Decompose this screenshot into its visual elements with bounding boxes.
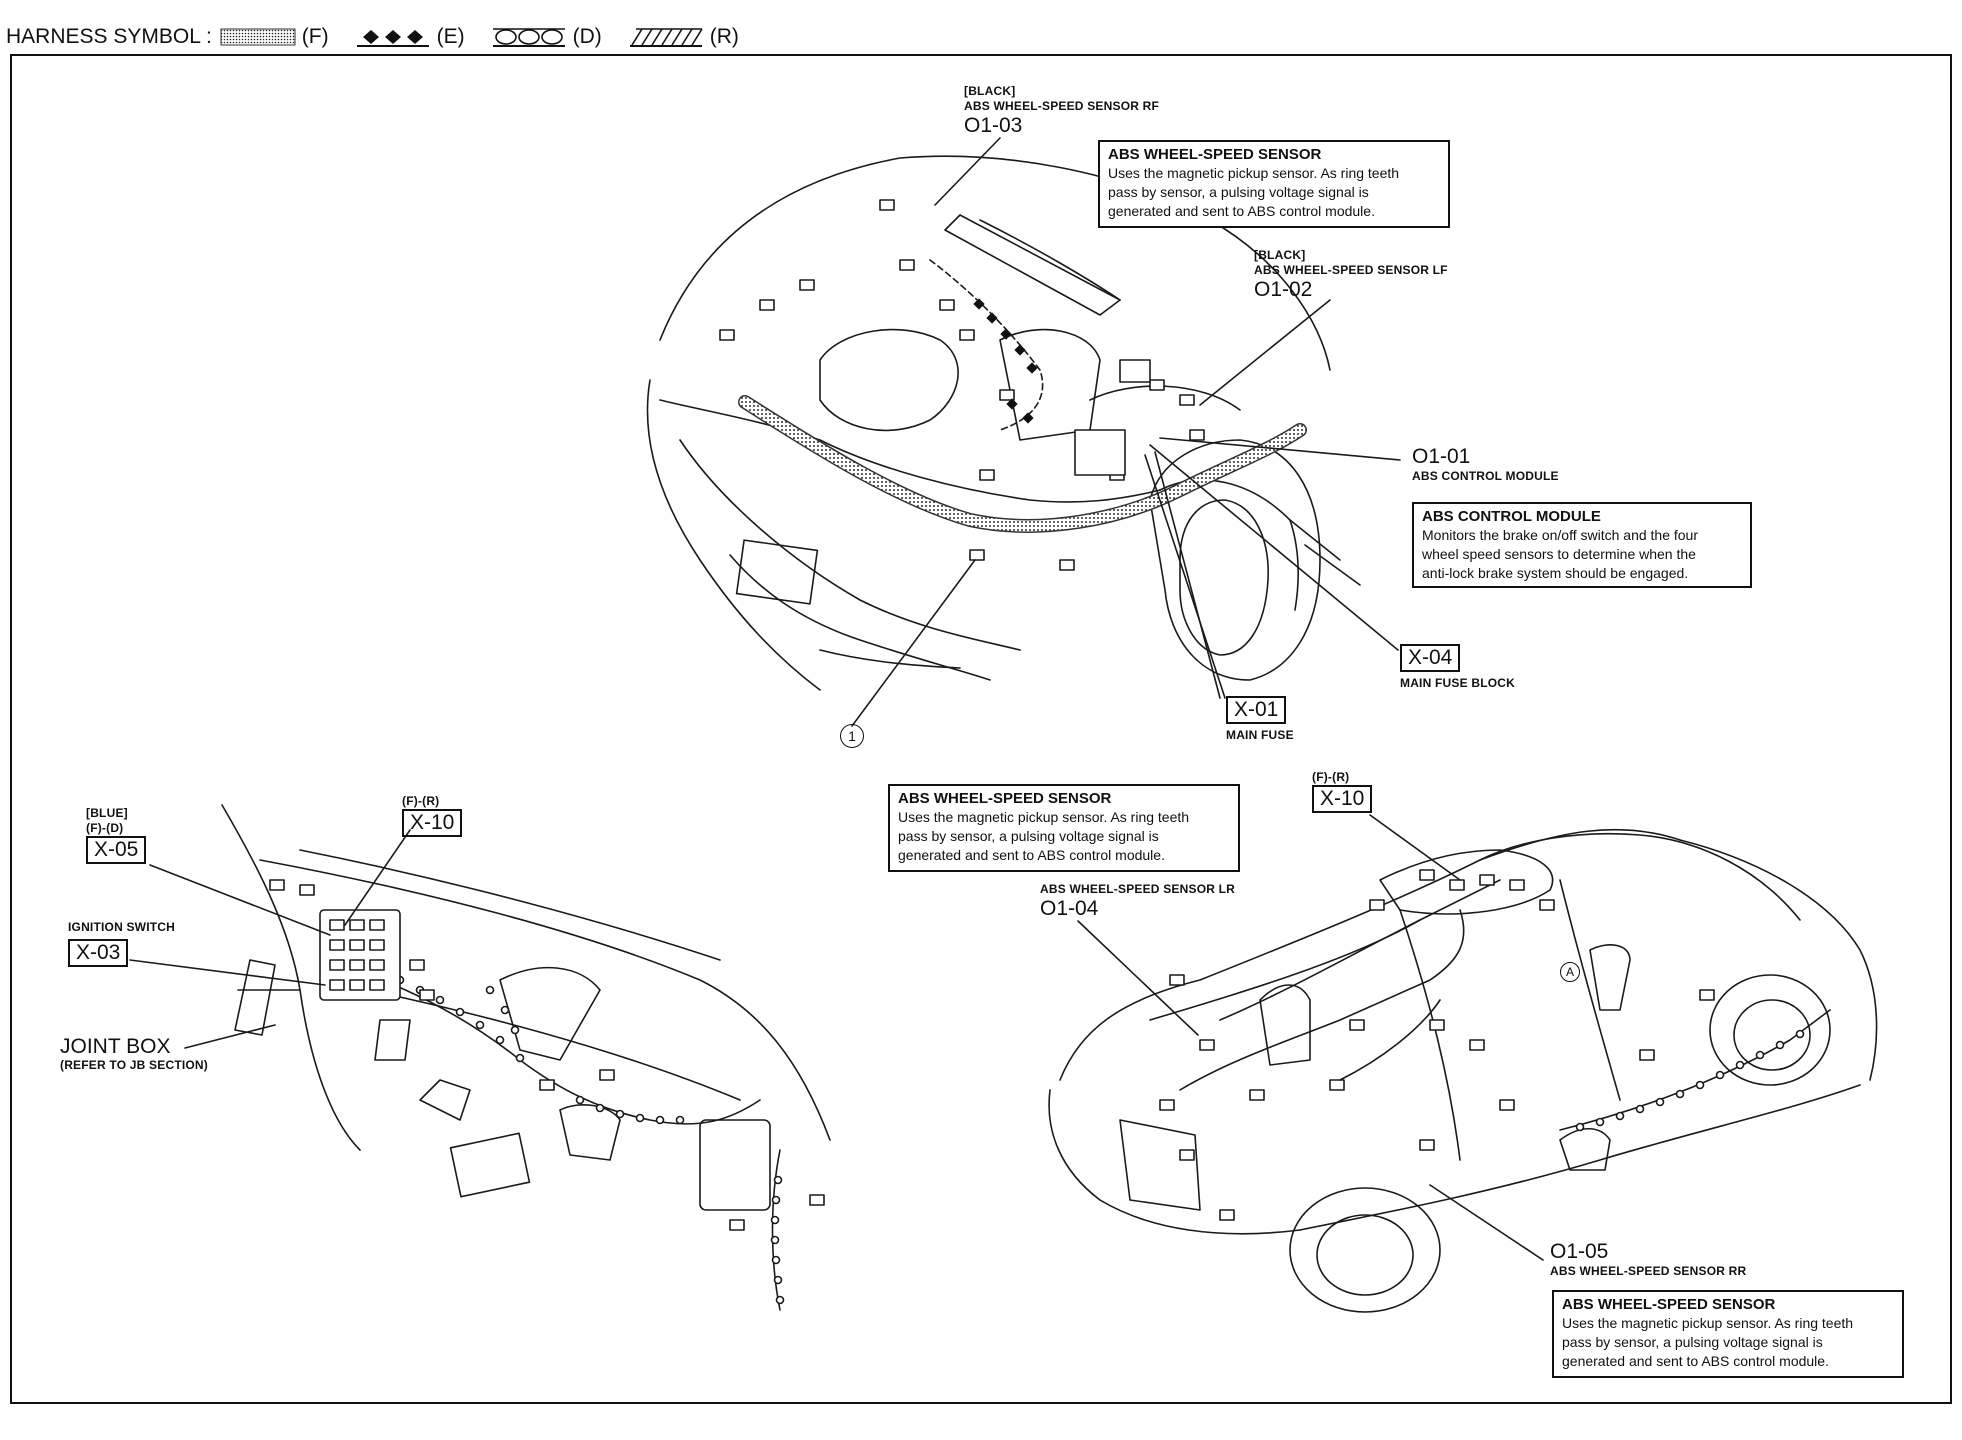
- rear-vehicle-drawing: [1048, 814, 1878, 1313]
- callout-rear-x10: (F)-(R) X-10: [1312, 770, 1373, 813]
- module-name: ABS CONTROL MODULE: [1412, 469, 1559, 483]
- legend-code-d: (D): [572, 25, 602, 48]
- callout-main-fuse-block: X-04 MAIN FUSE BLOCK: [1400, 644, 1515, 691]
- joint-box-name: JOINT BOX: [60, 1035, 171, 1058]
- diagram-frame: [10, 54, 1952, 1404]
- x05-harness: (F)-(D): [86, 821, 124, 835]
- lr-id: O1-04: [1040, 897, 1099, 920]
- note-rear-rr-title: ABS WHEEL-SPEED SENSOR: [1562, 1296, 1776, 1313]
- legend-code-e: (E): [436, 25, 465, 48]
- note-engine-sensor-line-2: pass by sensor, a pulsing voltage signal…: [1108, 184, 1369, 200]
- rear-x10-harness: (F)-(R): [1312, 770, 1350, 784]
- note-rear-lr-sensor: ABS WHEEL-SPEED SENSOR Uses the magnetic…: [888, 784, 1240, 872]
- callout-rr-sensor: O1-05 ABS WHEEL-SPEED SENSOR RR: [1550, 1240, 1746, 1279]
- rf-id: O1-03: [964, 114, 1023, 137]
- legend-title: HARNESS SYMBOL :: [6, 25, 212, 48]
- lf-id: O1-02: [1254, 278, 1313, 301]
- rr-name: ABS WHEEL-SPEED SENSOR RR: [1550, 1264, 1747, 1278]
- note-abs-module-line-2: wheel speed sensors to determine when th…: [1422, 546, 1696, 562]
- fuse-block-id: X-04: [1400, 644, 1461, 672]
- legend-symbol-f: [220, 26, 296, 48]
- connector-marker-a: A: [1560, 962, 1580, 982]
- note-engine-sensor-line-3: generated and sent to ABS control module…: [1108, 203, 1375, 219]
- callout-lf-sensor: [BLACK] ABS WHEEL-SPEED SENSOR LF O1-02: [1254, 248, 1448, 302]
- legend-code-r: (R): [709, 25, 739, 48]
- note-rear-lr-line-2: pass by sensor, a pulsing voltage signal…: [898, 828, 1159, 844]
- joint-box-ref: (REFER TO JB SECTION): [60, 1058, 208, 1072]
- note-rear-rr-line-2: pass by sensor, a pulsing voltage signal…: [1562, 1334, 1823, 1350]
- note-abs-module-line-3: anti-lock brake system should be engaged…: [1422, 565, 1689, 581]
- note-engine-sensor: ABS WHEEL-SPEED SENSOR Uses the magnetic…: [1098, 140, 1450, 228]
- legend-symbol-e: [355, 26, 431, 48]
- note-rear-lr-title: ABS WHEEL-SPEED SENSOR: [898, 790, 1112, 807]
- note-rear-rr-line-3: generated and sent to ABS control module…: [1562, 1353, 1829, 1369]
- note-rear-rr-line-1: Uses the magnetic pickup sensor. As ring…: [1562, 1315, 1854, 1331]
- callout-dash-x10: (F)-(R) X-10: [402, 794, 463, 837]
- main-fuse-id: X-01: [1226, 696, 1287, 724]
- dash-x10-harness: (F)-(R): [402, 794, 440, 808]
- note-rear-lr-line-3: generated and sent to ABS control module…: [898, 847, 1165, 863]
- legend-code-f: (F): [301, 25, 329, 48]
- rr-id: O1-05: [1550, 1240, 1609, 1263]
- note-rear-rr-sensor: ABS WHEEL-SPEED SENSOR Uses the magnetic…: [1552, 1290, 1904, 1378]
- note-abs-module-title: ABS CONTROL MODULE: [1422, 508, 1601, 525]
- legend-symbol-r: [628, 26, 704, 48]
- engine-bay-drawing: [646, 137, 1401, 727]
- dash-x10-id: X-10: [402, 809, 463, 837]
- ignition-switch-id: X-03: [68, 939, 129, 967]
- dashboard-drawing: [129, 804, 831, 1311]
- callout-abs-module: O1-01 ABS CONTROL MODULE: [1412, 445, 1559, 484]
- x05-color: [BLUE]: [86, 806, 128, 820]
- legend-symbol-d: [491, 26, 567, 48]
- rf-name: ABS WHEEL-SPEED SENSOR RF: [964, 99, 1160, 113]
- ignition-switch-name: IGNITION SWITCH: [68, 920, 175, 934]
- note-engine-sensor-title: ABS WHEEL-SPEED SENSOR: [1108, 146, 1322, 163]
- lf-name: ABS WHEEL-SPEED SENSOR LF: [1254, 263, 1448, 277]
- callout-x05: [BLUE] (F)-(D) X-05: [86, 806, 147, 864]
- callout-main-fuse: X-01 MAIN FUSE: [1226, 696, 1294, 743]
- note-engine-sensor-line-1: Uses the magnetic pickup sensor. As ring…: [1108, 165, 1400, 181]
- module-id: O1-01: [1412, 445, 1471, 468]
- rear-x10-id: X-10: [1312, 785, 1373, 813]
- x05-id: X-05: [86, 836, 147, 864]
- main-fuse-name: MAIN FUSE: [1226, 728, 1294, 742]
- fuse-block-name: MAIN FUSE BLOCK: [1400, 676, 1515, 690]
- callout-joint-box: JOINT BOX (REFER TO JB SECTION): [60, 1036, 208, 1073]
- harness-legend: HARNESS SYMBOL : (F) (E) (D) (R): [6, 22, 757, 52]
- connector-marker-1: 1: [840, 724, 864, 748]
- callout-lr-sensor: ABS WHEEL-SPEED SENSOR LR O1-04: [1040, 882, 1235, 921]
- rf-color: [BLACK]: [964, 84, 1016, 98]
- lr-name: ABS WHEEL-SPEED SENSOR LR: [1040, 882, 1236, 896]
- note-abs-module: ABS CONTROL MODULE Monitors the brake on…: [1412, 502, 1752, 588]
- lf-color: [BLACK]: [1254, 248, 1306, 262]
- callout-rf-sensor: [BLACK] ABS WHEEL-SPEED SENSOR RF O1-03: [964, 84, 1159, 138]
- note-rear-lr-line-1: Uses the magnetic pickup sensor. As ring…: [898, 809, 1190, 825]
- note-abs-module-line-1: Monitors the brake on/off switch and the…: [1422, 527, 1699, 543]
- callout-ignition-switch: IGNITION SWITCH X-03: [68, 920, 175, 967]
